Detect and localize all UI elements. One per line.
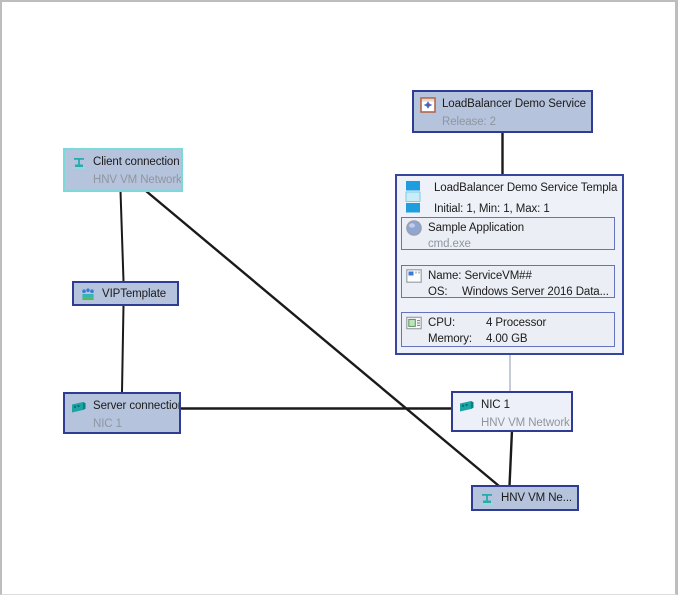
node-vip-template[interactable]: VIPTemplate	[72, 281, 179, 306]
vm-os-value: Windows Server 2016 Data...	[462, 286, 609, 298]
machine-tier-icon	[405, 181, 422, 213]
vm-cpu-label: CPU:	[428, 316, 456, 329]
vm-os-row: OS: Windows Server 2016 Data...	[402, 285, 614, 298]
vip-template-icon	[80, 287, 96, 303]
application-icon	[406, 220, 422, 236]
node-client-connection[interactable]: Client connection HNV VM Network	[63, 148, 183, 192]
node-service[interactable]: LoadBalancer Demo Service Release: 2	[412, 90, 593, 133]
node-server-connection-subtitle: NIC 1	[93, 418, 122, 430]
node-server-connection[interactable]: Server connection NIC 1	[63, 392, 181, 434]
node-nic-title: NIC 1	[481, 399, 510, 411]
node-vip-template-title: VIPTemplate	[102, 288, 167, 300]
vm-name-value: ServiceVM##	[464, 269, 532, 282]
node-machine-tier-template[interactable]: LoadBalancer Demo Service Templa Initial…	[395, 174, 624, 355]
node-client-connection-subtitle: HNV VM Network	[93, 174, 182, 186]
vm-name-row: Name: ServiceVM##	[428, 269, 532, 284]
node-nic[interactable]: NIC 1 HNV VM Network	[451, 391, 573, 432]
os-window-icon	[406, 268, 422, 284]
edge-viptemplate-to-server[interactable]	[121, 304, 125, 393]
nic-icon	[459, 398, 475, 414]
node-server-connection-title: Server connection	[93, 400, 181, 412]
vm-os-label: OS:	[428, 286, 448, 298]
edge-nic-to-vmnetwork[interactable]	[508, 429, 514, 487]
cpu-chip-icon	[406, 315, 422, 331]
node-service-title: LoadBalancer Demo Service	[442, 98, 586, 110]
vm-cpu-value: 4 Processor	[486, 316, 547, 329]
subbox-application[interactable]: Sample Application cmd.exe	[401, 217, 615, 250]
vm-network-icon	[71, 155, 87, 171]
subbox-identity[interactable]: Name: ServiceVM## OS: Windows Server 2016…	[401, 265, 615, 298]
node-nic-subtitle: HNV VM Network	[481, 417, 570, 429]
service-icon	[420, 96, 436, 113]
vm-memory-row: Memory: 4.00 GB	[402, 332, 614, 346]
vm-network-icon	[479, 491, 495, 507]
vm-memory-label: Memory:	[428, 333, 473, 345]
node-vm-network[interactable]: HNV VM Ne...	[471, 485, 579, 511]
application-title: Sample Application	[428, 221, 525, 234]
edge-client-to-vmnetwork[interactable]	[145, 190, 500, 487]
template-title: LoadBalancer Demo Service Templa	[434, 182, 618, 194]
node-service-subtitle: Release: 2	[442, 116, 496, 128]
edge-client-to-viptemplate[interactable]	[119, 190, 125, 282]
vm-cpu-row: CPU: 4 Processor	[428, 316, 546, 331]
node-vm-network-title: HNV VM Ne...	[501, 492, 573, 504]
template-instance-counts: Initial: 1, Min: 1, Max: 1	[434, 203, 550, 215]
application-executable: cmd.exe	[428, 238, 471, 250]
node-client-connection-title: Client connection	[93, 156, 180, 168]
nic-icon	[71, 399, 87, 415]
subbox-hardware[interactable]: CPU: 4 Processor Memory: 4.00 GB	[401, 312, 615, 347]
vm-name-label: Name:	[428, 269, 462, 282]
vm-memory-value: 4.00 GB	[486, 333, 528, 345]
